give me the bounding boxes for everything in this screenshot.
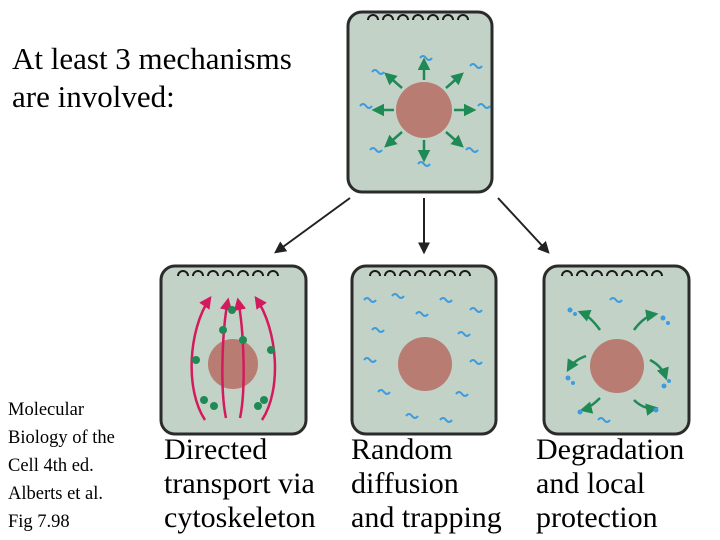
- radial-export-arrows: [371, 57, 477, 163]
- source-cell: [346, 10, 494, 194]
- arrow-to-directed: [274, 197, 351, 254]
- nucleus: [398, 337, 452, 391]
- caption-directed-transport: Directed transport via cytoskeleton: [164, 433, 316, 534]
- arrow-to-degradation: [497, 197, 550, 254]
- degradation-arrows: [566, 309, 669, 416]
- mrna-cargo: [192, 306, 275, 410]
- random-diffusion-cell: [350, 264, 498, 436]
- heading-text: At least 3 mechanisms are involved:: [12, 41, 292, 114]
- caption-degradation: Degradation and local protection: [536, 433, 685, 534]
- microtubule-tracks: [190, 295, 277, 421]
- mrna-squiggles: [359, 55, 491, 167]
- caption-random-diffusion: Random diffusion and trapping: [351, 433, 502, 534]
- receptor-row: [177, 270, 279, 277]
- degraded-fragments: [565, 307, 671, 415]
- mrna-squiggles: [363, 293, 483, 423]
- branch-arrows: [274, 197, 550, 255]
- receptor-row: [369, 270, 471, 277]
- nucleus: [396, 82, 452, 138]
- degradation-cell: [542, 264, 691, 436]
- receptor-row: [561, 270, 663, 277]
- protected-mrna: [597, 297, 623, 423]
- nucleus: [590, 339, 644, 393]
- receptor-row: [367, 14, 469, 21]
- directed-transport-cell: [159, 264, 308, 436]
- nucleus: [208, 339, 258, 389]
- source-citation: Molecular Biology of the Cell 4th ed. Al…: [8, 400, 115, 532]
